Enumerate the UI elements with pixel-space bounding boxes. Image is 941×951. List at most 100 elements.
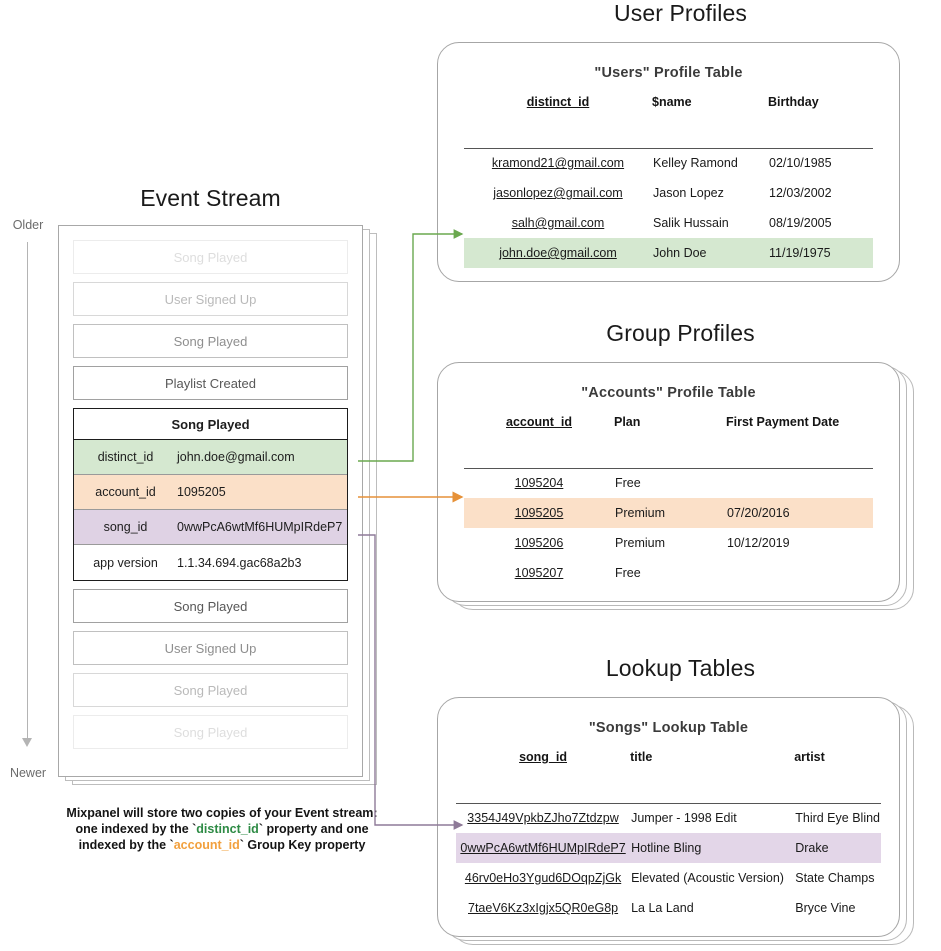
event-property-key: app version <box>93 555 158 570</box>
down-arrow-icon <box>22 738 32 747</box>
table-cell: Salik Hussain <box>653 216 729 230</box>
table-cell: Jumper - 1998 Edit <box>631 811 737 826</box>
row-id-link[interactable]: 3354J49VpkbZJho7Ztdzpw <box>467 811 619 826</box>
column-header: artist <box>794 750 825 764</box>
users-table-title: "Users" Profile Table <box>594 65 743 81</box>
table-row[interactable]: salh@gmail.com Salik Hussain 08/19/2005 <box>464 208 873 238</box>
timeline-line <box>27 242 28 742</box>
row-id-link[interactable]: 1095204 <box>514 476 564 491</box>
table-cell: Elevated (Acoustic Version) <box>631 871 784 885</box>
row-id-link[interactable]: salh@gmail.com <box>511 216 605 230</box>
event-property-row: song_id 0wwPcA6wtMf6HUMpIRdeP7 <box>74 510 347 545</box>
column-header: account_id <box>506 415 572 429</box>
column-header: distinct_id <box>526 95 590 109</box>
table-cell: Third Eye Blind <box>795 811 880 826</box>
event-item[interactable]: Song Played <box>73 240 348 274</box>
table-cell <box>726 558 873 588</box>
row-id-link[interactable]: 1095207 <box>514 566 564 580</box>
row-id-link[interactable]: jasonlopez@gmail.com <box>493 186 623 200</box>
event-item[interactable]: Song Played <box>73 589 348 623</box>
row-id-link[interactable]: 7taeV6Kz3xIgjx5QR0eG8p <box>468 901 619 915</box>
column-header: Plan <box>614 415 641 429</box>
event-property-key: song_id <box>103 520 148 534</box>
table-cell: Kelley Ramond <box>653 156 738 171</box>
timeline-older-label: Older <box>12 218 44 232</box>
row-id-link[interactable]: 46rv0eHo3Ygud6DOqpZjGk <box>464 871 622 885</box>
event-property-value: 0wwPcA6wtMf6HUMpIRdeP7 <box>177 520 343 534</box>
event-property-value: 1095205 <box>177 485 226 499</box>
table-cell: kramond21@gmail.com <box>464 148 652 178</box>
event-stream-caption: Mixpanel will store two copies of your E… <box>36 805 408 853</box>
table-cell: 11/19/1975 <box>768 238 873 268</box>
column-header: $name <box>652 95 692 109</box>
caption-line-2b: ` property and one <box>258 822 369 836</box>
table-cell: Free <box>615 566 641 580</box>
table-row[interactable]: 1095206 Premium 10/12/2019 <box>464 528 873 558</box>
table-row[interactable]: 7taeV6Kz3xIgjx5QR0eG8p La La Land Bryce Vi… <box>456 893 881 923</box>
table-cell: 02/10/1985 <box>769 156 832 171</box>
row-id-link[interactable]: 0wwPcA6wtMf6HUMpIRdeP7 <box>460 841 626 855</box>
caption-line-2a: one indexed by the ` <box>75 822 197 836</box>
event-item[interactable]: Song Played <box>73 715 348 749</box>
table-cell: john.doe@gmail.com <box>464 238 652 268</box>
table-cell: State Champs <box>795 871 875 885</box>
table-cell: jasonlopez@gmail.com <box>464 178 652 208</box>
table-cell: 1095207 <box>464 558 614 588</box>
row-id-link[interactable]: john.doe@gmail.com <box>499 246 617 260</box>
table-cell: 10/12/2019 <box>727 536 790 550</box>
event-item[interactable]: Song Played <box>73 673 348 707</box>
highlighted-event-name: Song Played <box>74 409 347 440</box>
table-cell: 7taeV6Kz3xIgjx5QR0eG8p <box>456 893 630 923</box>
event-stream-title: Event Stream <box>140 185 281 211</box>
table-cell: 1095205 <box>464 498 614 528</box>
table-row[interactable]: 46rv0eHo3Ygud6DOqpZjGk Elevated (Acoustic… <box>456 863 881 893</box>
event-property-key: account_id <box>95 485 156 499</box>
row-id-link[interactable]: 1095206 <box>514 536 564 550</box>
users-table-body: kramond21@gmail.com Kelley Ramond 02/10/19… <box>464 148 873 268</box>
caption-line-3a: indexed by the ` <box>78 838 174 852</box>
column-header: First Payment Date <box>726 415 840 429</box>
users-header-rule <box>464 118 873 149</box>
accounts-header-rule <box>464 438 873 469</box>
table-cell: Premium <box>615 536 666 550</box>
event-item[interactable]: User Signed Up <box>73 631 348 665</box>
table-cell: Jason Lopez <box>653 186 724 200</box>
table-cell: La La Land <box>631 901 694 915</box>
table-cell: 08/19/2005 <box>769 216 832 230</box>
caption-account-id-key: account_id <box>173 838 240 852</box>
column-header: song_id <box>519 750 567 764</box>
event-item[interactable]: Playlist Created <box>73 366 348 400</box>
event-item[interactable]: User Signed Up <box>73 282 348 316</box>
event-item[interactable]: Song Played <box>73 324 348 358</box>
table-cell: Hotline Bling <box>630 833 795 863</box>
songs-header-rule <box>456 773 881 804</box>
table-cell: Free <box>615 476 641 491</box>
table-cell: 3354J49VpkbZJho7Ztdzpw <box>456 803 630 833</box>
table-row[interactable]: 1095204 Free <box>464 468 873 498</box>
table-cell: Drake <box>794 833 881 863</box>
table-row[interactable]: kramond21@gmail.com Kelley Ramond 02/10/19… <box>464 148 873 178</box>
table-row[interactable]: 3354J49VpkbZJho7Ztdzpw Jumper - 1998 Edit… <box>456 803 881 833</box>
table-row[interactable]: 1095207 Free <box>464 558 873 588</box>
row-id-link[interactable]: kramond21@gmail.com <box>491 156 625 171</box>
event-property-value: john.doe@gmail.com <box>177 450 295 464</box>
table-cell: Bryce Vine <box>795 901 856 915</box>
row-id-link[interactable]: 1095205 <box>514 506 564 520</box>
